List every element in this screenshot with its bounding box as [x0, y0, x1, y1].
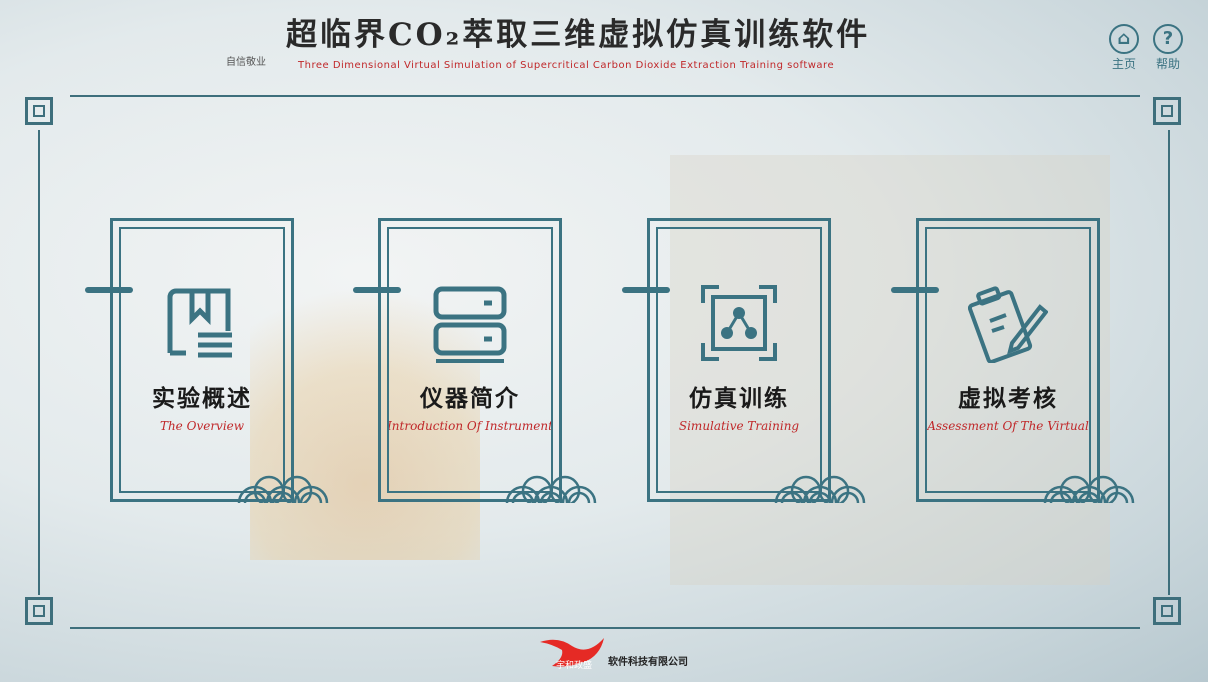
help-button[interactable]: ? 帮助 — [1150, 24, 1186, 71]
card-title: 仿真训练 — [689, 385, 789, 412]
corner-ornament — [25, 97, 53, 125]
corner-ornament — [1153, 97, 1181, 125]
card-subtitle: Introduction Of Instrument — [387, 419, 553, 433]
corner-ornament — [1153, 597, 1181, 625]
company-logo — [540, 638, 604, 667]
wave-ornament — [237, 475, 329, 503]
wave-ornament — [505, 475, 597, 503]
card-title: 实验概述 — [152, 385, 252, 412]
dash-ornament — [353, 287, 401, 293]
dash-ornament — [891, 287, 939, 293]
wave-ornament — [774, 475, 866, 503]
wave-ornament — [1043, 475, 1135, 503]
card-overview[interactable]: 实验概述 The Overview — [85, 218, 329, 503]
card-subtitle: Simulative Training — [678, 419, 800, 433]
card-subtitle: Assessment Of The Virtual — [927, 419, 1089, 433]
equipment-image — [670, 155, 1110, 585]
motto: 自信敬业 — [226, 57, 266, 68]
frame-right — [1168, 130, 1170, 595]
card-instrument[interactable]: 仪器简介 Introduction Of Instrument — [353, 218, 597, 503]
card-subtitle: The Overview — [159, 419, 245, 433]
card-title: 虚拟考核 — [958, 385, 1058, 412]
page-title: 超临界CO₂萃取三维虚拟仿真训练软件 — [286, 17, 871, 53]
clipboard-icon — [968, 286, 1048, 363]
frame-bottom — [70, 627, 1140, 629]
dash-ornament — [622, 287, 670, 293]
frame-left — [38, 130, 40, 595]
brand-name: 宇和政盛 — [556, 661, 593, 671]
book-icon — [167, 288, 232, 358]
card-title: 仪器简介 — [420, 385, 520, 412]
home-icon: ⌂ — [1109, 24, 1139, 54]
help-label: 帮助 — [1155, 57, 1180, 71]
corner-ornament — [25, 597, 53, 625]
home-label: 主页 — [1111, 57, 1136, 71]
card-simulation[interactable]: 仿真训练 Simulative Training — [622, 218, 866, 503]
server-icon — [433, 286, 507, 363]
home-button[interactable]: ⌂ 主页 — [1106, 24, 1142, 71]
product-image — [250, 180, 480, 560]
frame-top — [70, 95, 1140, 97]
page-subtitle: Three Dimensional Virtual Simulation of … — [298, 60, 835, 71]
dash-ornament — [85, 287, 133, 293]
card-assessment[interactable]: 虚拟考核 Assessment Of The Virtual — [891, 218, 1135, 503]
help-icon: ? — [1153, 24, 1183, 54]
company-name: 软件科技有限公司 — [608, 657, 688, 668]
molecule-icon — [701, 285, 777, 361]
